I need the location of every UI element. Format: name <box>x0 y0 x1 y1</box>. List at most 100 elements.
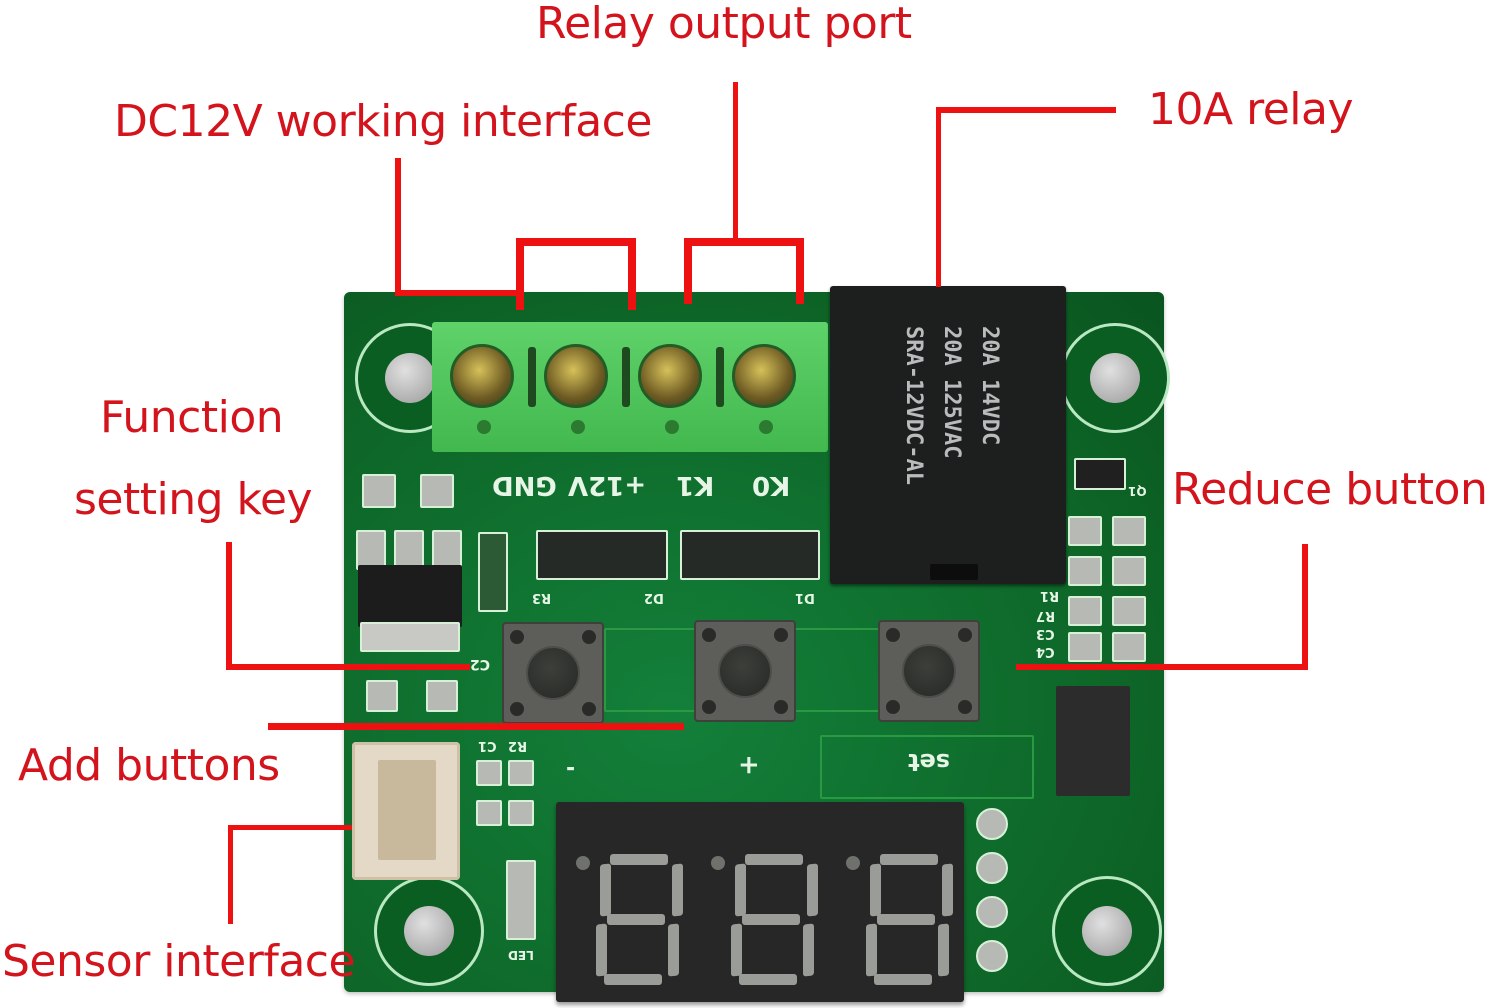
leader-reduce-horizontal <box>1016 664 1308 670</box>
display-digit <box>862 854 958 985</box>
relay-10a: 20A 14VDC 20A 125VAC SRA-12VDC-AL <box>830 286 1066 584</box>
segment-g <box>607 914 665 925</box>
terminal-screw-12v[interactable] <box>544 344 608 408</box>
segment-f <box>870 863 881 917</box>
smd-pad <box>476 760 502 786</box>
regulator-pin <box>432 530 462 570</box>
display-digit <box>727 854 823 985</box>
leader-relay-output-vertical <box>733 82 738 238</box>
terminal-screw-k0[interactable] <box>732 344 796 408</box>
callout-function-line2: setting key <box>74 474 313 525</box>
callout-relay-output-port: Relay output port <box>536 0 912 49</box>
silk-label-k0: K0 <box>752 470 791 500</box>
seven-segment-display <box>556 802 964 1002</box>
voltage-regulator <box>358 565 462 627</box>
terminal-wire-hole <box>571 420 585 434</box>
smd-pad <box>1068 516 1102 546</box>
smd-pad <box>1068 632 1102 662</box>
button-pin <box>582 630 596 644</box>
segment-a <box>880 854 938 865</box>
smd-pad <box>420 474 454 508</box>
leader-sensor-vertical <box>228 828 233 924</box>
silk-label-c3: C3 <box>1036 626 1055 641</box>
smd-pad <box>362 474 396 508</box>
smd-pad <box>1112 556 1146 586</box>
terminal-wire-hole <box>759 420 773 434</box>
segment-g <box>742 914 800 925</box>
silk-label-d2: D2 <box>644 590 664 605</box>
smd-pad <box>476 800 502 826</box>
silk-label-12v: +12V <box>568 470 647 500</box>
leader-relay-output-bracket-left <box>684 238 692 304</box>
segment-d <box>604 974 662 985</box>
segment-c <box>803 923 814 977</box>
display-header-pin <box>976 852 1008 884</box>
add-button[interactable] <box>694 620 796 722</box>
segment-c <box>668 923 679 977</box>
sensor-connector[interactable] <box>352 742 460 880</box>
callout-function-line1: Function <box>100 392 284 443</box>
leader-reduce-vertical <box>1302 544 1308 670</box>
smd-pad <box>1112 516 1146 546</box>
silk-label-minus: - <box>566 756 576 781</box>
relay-markings: 20A 14VDC 20A 125VAC SRA-12VDC-AL <box>852 326 1052 566</box>
regulator-tab <box>360 622 460 652</box>
segment-e <box>866 923 877 977</box>
silk-label-c1: C1 <box>478 738 497 753</box>
silk-label-d1: D1 <box>795 590 815 605</box>
callout-sensor-interface: Sensor interface <box>2 936 356 987</box>
terminal-wire-hole <box>477 420 491 434</box>
segment-e <box>596 923 607 977</box>
button-pin <box>702 700 716 714</box>
terminal-wire-hole <box>665 420 679 434</box>
decimal-point <box>846 856 860 870</box>
button-pin <box>886 628 900 642</box>
diode-d1 <box>680 530 820 580</box>
reduce-button[interactable] <box>878 620 980 722</box>
callout-10a-relay: 10A relay <box>1148 84 1354 135</box>
leader-function-vertical <box>226 542 232 670</box>
button-pin <box>886 700 900 714</box>
mounting-hole-bottom-right <box>1052 876 1162 986</box>
button-pin <box>510 702 524 716</box>
smd-pad <box>1068 596 1102 626</box>
segment-e <box>731 923 742 977</box>
button-pin <box>774 700 788 714</box>
display-header-pin <box>976 940 1008 972</box>
leader-relay-vertical <box>936 107 941 287</box>
microcontroller-chip <box>1056 686 1130 796</box>
relay-notch <box>930 564 978 580</box>
transistor-q1 <box>1074 458 1126 490</box>
silk-label-c2: C2 <box>470 656 491 672</box>
function-setting-key[interactable] <box>502 622 604 724</box>
led-indicator <box>506 860 536 940</box>
regulator-pin <box>394 530 424 570</box>
terminal-screw-k1[interactable] <box>638 344 702 408</box>
terminal-screw-gnd[interactable] <box>450 344 514 408</box>
decimal-point <box>576 856 590 870</box>
silk-label-r3: R3 <box>532 590 552 605</box>
button-cap <box>902 644 956 698</box>
mounting-hole-bottom-left <box>374 876 484 986</box>
segment-a <box>610 854 668 865</box>
silk-label-led: LED <box>508 948 534 962</box>
diode-d2 <box>536 530 668 580</box>
leader-dc12v-vertical <box>395 158 401 296</box>
segment-f <box>735 863 746 917</box>
leader-dc12v-horizontal <box>395 290 517 296</box>
terminal-divider <box>528 347 536 407</box>
smd-pad <box>426 680 458 712</box>
callout-reduce-button: Reduce button <box>1172 464 1488 515</box>
button-pin <box>774 628 788 642</box>
segment-d <box>874 974 932 985</box>
display-digit <box>592 854 688 985</box>
smd-pad <box>1068 556 1102 586</box>
smd-pad <box>366 680 398 712</box>
segment-f <box>600 863 611 917</box>
leader-relay-output-bracket-top <box>684 238 804 246</box>
resistor-r3 <box>478 532 508 612</box>
silk-label-k1: K1 <box>676 470 715 500</box>
segment-b <box>942 863 953 917</box>
relay-marking-line: 20A 14VDC <box>977 326 1002 446</box>
decimal-point <box>711 856 725 870</box>
